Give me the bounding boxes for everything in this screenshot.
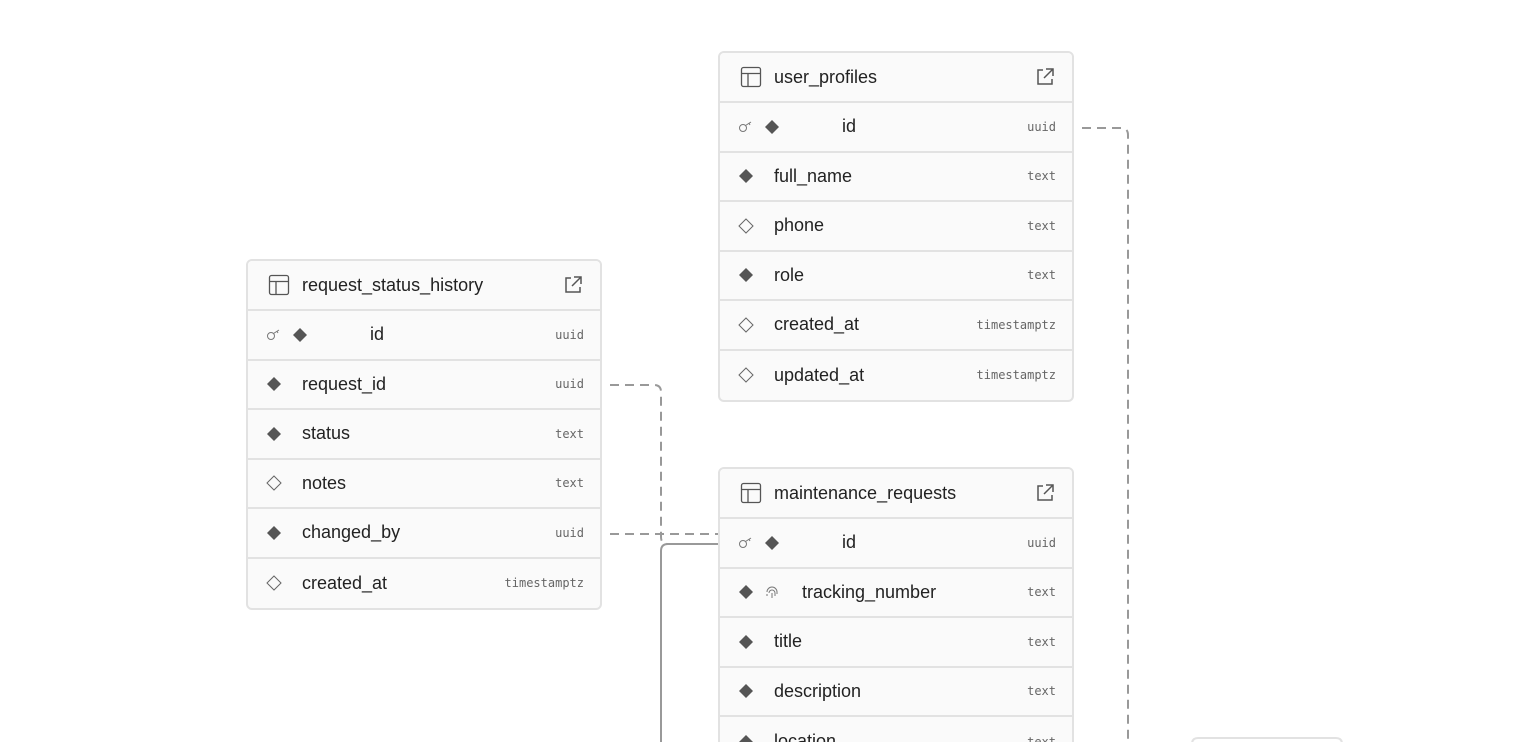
filled-diamond-icon (266, 376, 282, 392)
filled-diamond-icon (738, 267, 754, 283)
column-name: request_id (302, 373, 387, 394)
column-type: text (1027, 169, 1056, 184)
key-icon (738, 119, 754, 135)
table-header: user_profiles (720, 53, 1072, 103)
column-row[interactable]: location text (720, 717, 1072, 742)
column-name: created_at (774, 314, 860, 335)
column-type: text (1027, 684, 1056, 699)
column-type: text (1027, 268, 1056, 283)
column-type: timestamptz (976, 317, 1056, 332)
column-row[interactable]: status text (248, 410, 600, 460)
filled-diamond-icon (738, 734, 754, 742)
column-row[interactable]: created_at timestamptz (720, 301, 1072, 351)
column-name: full_name (774, 165, 853, 186)
table-user-profiles[interactable]: user_profiles id uuid full_name text pho… (718, 51, 1074, 402)
column-row[interactable]: phone text (720, 202, 1072, 252)
external-link-icon[interactable] (1034, 482, 1056, 504)
table-header: maintenance_requests (720, 469, 1072, 519)
column-name: title (774, 631, 803, 652)
external-link-icon[interactable] (562, 274, 584, 296)
column-type: text (1027, 634, 1056, 649)
filled-diamond-icon (738, 168, 754, 184)
column-type: text (555, 426, 584, 441)
hollow-diamond-icon (266, 575, 282, 591)
column-name: updated_at (774, 364, 865, 385)
filled-diamond-icon (764, 119, 780, 135)
column-type: uuid (555, 525, 584, 540)
table-icon (740, 66, 762, 88)
column-row[interactable]: description text (720, 668, 1072, 717)
column-row[interactable]: full_name text (720, 153, 1072, 202)
hollow-diamond-icon (738, 218, 754, 234)
filled-diamond-icon (764, 535, 780, 551)
column-name: location (774, 731, 837, 742)
column-name: role (774, 264, 805, 285)
column-row[interactable]: role text (720, 252, 1072, 301)
filled-diamond-icon (292, 327, 308, 343)
column-name: changed_by (302, 522, 401, 543)
fingerprint-icon (764, 584, 780, 600)
hollow-diamond-icon (266, 475, 282, 491)
column-row[interactable]: id uuid (248, 311, 600, 361)
key-icon (266, 327, 282, 343)
partial-table-edge (1191, 737, 1343, 742)
connector-request-id (610, 384, 718, 545)
table-title: user_profiles (774, 66, 878, 87)
column-type: uuid (1027, 119, 1056, 134)
column-type: timestamptz (504, 576, 584, 591)
table-title: request_status_history (302, 274, 484, 295)
column-type: text (555, 476, 584, 491)
filled-diamond-icon (738, 584, 754, 600)
column-name: status (302, 423, 351, 444)
table-maintenance-requests[interactable]: maintenance_requests id uuid tracking_nu… (718, 467, 1074, 742)
column-row[interactable]: updated_at timestamptz (720, 351, 1072, 401)
column-type: text (1027, 218, 1056, 233)
column-type: text (1027, 585, 1056, 600)
connector-maintenance-solid (660, 543, 718, 742)
column-name: id (370, 324, 385, 345)
column-type: text (1027, 734, 1056, 742)
hollow-diamond-icon (738, 317, 754, 333)
column-type: timestamptz (976, 368, 1056, 383)
hollow-diamond-icon (738, 367, 754, 383)
column-name: notes (302, 472, 347, 493)
column-name: id (842, 116, 857, 137)
filled-diamond-icon (738, 634, 754, 650)
filled-diamond-icon (738, 683, 754, 699)
table-request-status-history[interactable]: request_status_history id uuid request_i… (246, 259, 602, 610)
column-row[interactable]: created_at timestamptz (248, 559, 600, 609)
key-icon (738, 535, 754, 551)
column-type: uuid (1027, 535, 1056, 550)
column-row[interactable]: request_id uuid (248, 361, 600, 410)
table-header: request_status_history (248, 261, 600, 311)
column-row[interactable]: id uuid (720, 519, 1072, 569)
column-row[interactable]: id uuid (720, 103, 1072, 153)
column-name: description (774, 680, 862, 701)
column-type: uuid (555, 327, 584, 342)
table-title: maintenance_requests (774, 482, 957, 503)
filled-diamond-icon (266, 426, 282, 442)
column-name: id (842, 532, 857, 553)
column-row[interactable]: tracking_number text (720, 569, 1072, 618)
column-row[interactable]: title text (720, 618, 1072, 668)
column-row[interactable]: notes text (248, 460, 600, 509)
column-type: uuid (555, 377, 584, 392)
table-icon (740, 482, 762, 504)
column-name: phone (774, 215, 825, 236)
filled-diamond-icon (266, 525, 282, 541)
column-name: tracking_number (802, 581, 937, 602)
column-row[interactable]: changed_by uuid (248, 509, 600, 559)
table-icon (268, 274, 290, 296)
external-link-icon[interactable] (1034, 66, 1056, 88)
column-name: created_at (302, 572, 388, 593)
connector-user-id (1082, 127, 1129, 742)
